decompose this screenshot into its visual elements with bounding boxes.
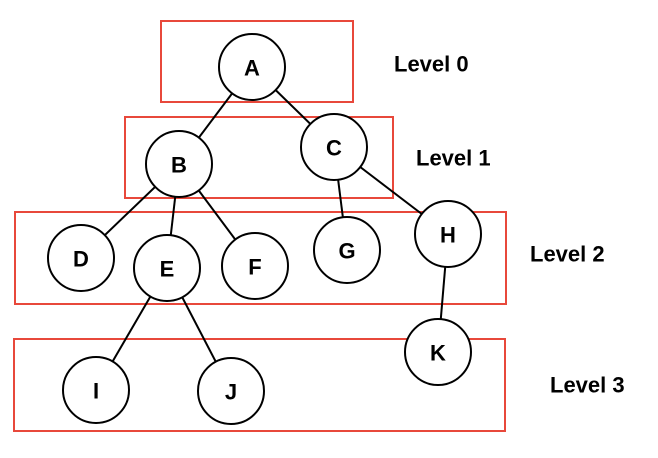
node-j-label: J bbox=[225, 380, 237, 405]
node-h-circle bbox=[414, 200, 482, 268]
node-i-label: I bbox=[93, 379, 99, 404]
level-3-label: Level 3 bbox=[550, 373, 625, 398]
node-a-label: A bbox=[244, 56, 260, 81]
node-b-circle bbox=[145, 130, 213, 198]
node-e: E bbox=[133, 234, 201, 302]
node-f-label: F bbox=[248, 255, 261, 280]
node-a: A bbox=[218, 33, 286, 101]
node-f-circle bbox=[221, 232, 289, 300]
node-j-circle bbox=[197, 357, 265, 425]
tree-edges bbox=[80, 66, 449, 392]
node-a-circle bbox=[218, 33, 286, 101]
node-h-label: H bbox=[440, 223, 456, 248]
node-i-circle bbox=[62, 356, 130, 424]
level-0-label: Level 0 bbox=[394, 52, 469, 77]
level-1-box bbox=[124, 116, 394, 199]
node-c-label: C bbox=[326, 136, 342, 161]
node-f: F bbox=[221, 232, 289, 300]
node-g-circle bbox=[313, 216, 381, 284]
level-labels: Level 0 Level 1 Level 2 Level 3 bbox=[394, 52, 625, 398]
node-d-label: D bbox=[73, 247, 89, 272]
node-d-circle bbox=[47, 224, 115, 292]
node-h: H bbox=[414, 200, 482, 268]
node-b-label: B bbox=[171, 153, 187, 178]
node-d: D bbox=[47, 224, 115, 292]
tree-nodes: A B C D E F G H I J K bbox=[47, 33, 482, 425]
level-2-label: Level 2 bbox=[530, 242, 605, 267]
node-k: K bbox=[404, 318, 472, 386]
level-boxes bbox=[13, 20, 507, 432]
node-k-label: K bbox=[430, 341, 446, 366]
level-3-box bbox=[13, 338, 506, 432]
node-i: I bbox=[62, 356, 130, 424]
level-1-label: Level 1 bbox=[416, 146, 491, 171]
node-j: J bbox=[197, 357, 265, 425]
node-k-circle bbox=[404, 318, 472, 386]
level-2-box bbox=[14, 211, 507, 305]
node-c-circle bbox=[300, 113, 368, 181]
node-g-label: G bbox=[338, 239, 355, 264]
node-e-circle bbox=[133, 234, 201, 302]
node-e-label: E bbox=[160, 257, 175, 282]
node-b: B bbox=[145, 130, 213, 198]
node-c: C bbox=[300, 113, 368, 181]
node-g: G bbox=[313, 216, 381, 284]
level-0-box bbox=[160, 20, 354, 103]
